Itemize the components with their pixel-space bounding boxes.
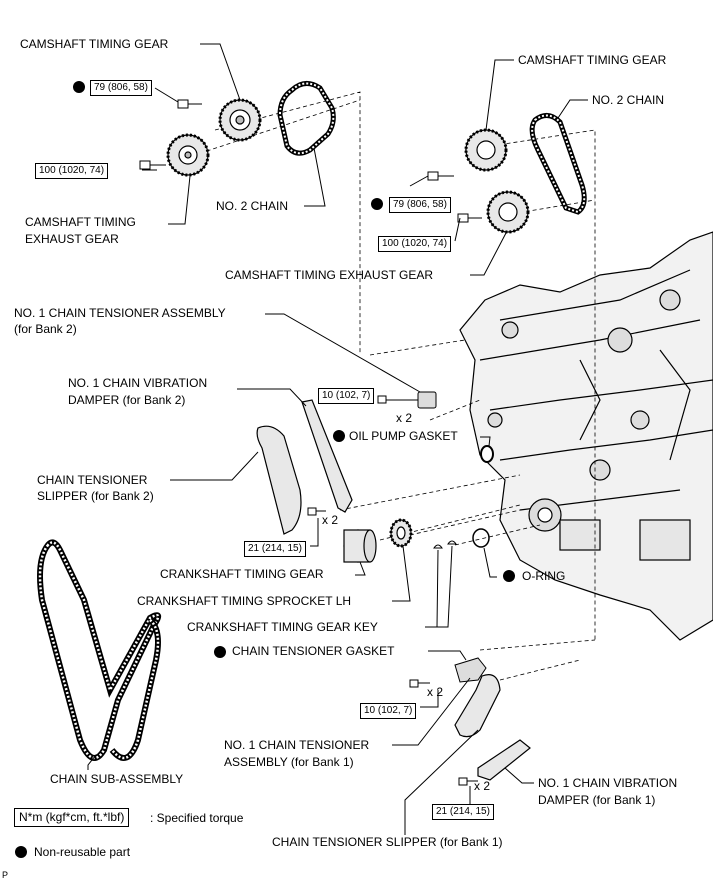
label-no2-chain-left: NO. 2 CHAIN [216,199,289,213]
slipper-bank2 [256,425,302,535]
label-cam-gear-left: CAMSHAFT TIMING GEAR [20,37,169,51]
label-o-ring: O-RING [522,569,566,583]
label-no2-chain-right: NO. 2 CHAIN [592,93,665,107]
torque-damper-bank1: 21 (214, 15) [432,804,494,820]
torque-exhaust-right-bolt: 100 (1020, 74) [378,236,452,252]
crankshaft-sprocket [389,518,413,548]
slipper-bank1 [454,674,501,738]
vibration-damper-bank2 [301,399,353,513]
label-tensioner-gasket: CHAIN TENSIONER GASKET [232,644,395,658]
cam-exhaust-gear-left [166,133,210,177]
label-slipper-bank1: CHAIN TENSIONER SLIPPER (for Bank 1) [272,835,503,849]
label-oil-pump-gasket: OIL PUMP GASKET [349,429,458,443]
label-tensioner-bank1-2: ASSEMBLY (for Bank 1) [224,755,354,769]
legend-torque-unit: N*m (kgf*cm, ft.*lbf) [14,808,130,827]
torque-exhaust-left-bolt: 100 (1020, 74) [35,163,109,179]
qty-tensioner-bank1: x 2 [427,685,444,699]
non-reusable-marker [503,570,515,582]
non-reusable-marker [371,198,383,210]
label-crank-sprocket: CRANKSHAFT TIMING SPROCKET LH [137,594,352,608]
label-tensioner-bank1-1: NO. 1 CHAIN TENSIONER [224,738,370,752]
label-cam-exhaust-right: CAMSHAFT TIMING EXHAUST GEAR [225,268,434,282]
vibration-damper-bank1 [477,739,531,781]
label-vib-damper-bank1-2: DAMPER (for Bank 1) [538,793,656,807]
tensioner-bank1 [409,657,487,688]
label-chain-sub-assembly: CHAIN SUB-ASSEMBLY [50,772,184,786]
engine-block [459,231,713,641]
torque-tensioner-bank1: 10 (102, 7) [360,703,417,719]
label-slipper-bank2-1: CHAIN TENSIONER [37,473,148,487]
non-reusable-marker [214,646,226,658]
legend-torque-text: : Specified torque [150,811,244,825]
o-ring [472,528,490,548]
corner-mark: P [2,870,9,880]
torque-damper-bank2: 21 (214, 15) [244,541,306,557]
no2-chain-left [277,81,336,156]
label-vib-damper-bank1-1: NO. 1 CHAIN VIBRATION [538,776,678,790]
chain-sub-assembly [37,539,162,761]
label-tensioner-bank2-1: NO. 1 CHAIN TENSIONER ASSEMBLY [14,306,226,320]
label-slipper-bank2-2: SLIPPER (for Bank 2) [37,489,154,503]
cam-exhaust-gear-right [486,190,530,234]
non-reusable-marker [73,81,85,93]
label-cam-exhaust-left-2: EXHAUST GEAR [25,232,119,246]
label-tensioner-bank2-2: (for Bank 2) [14,322,77,336]
label-crank-gear: CRANKSHAFT TIMING GEAR [160,567,324,581]
cam-gear-left [218,98,262,142]
torque-cam-left-bolt: 79 (806, 58) [90,80,152,96]
qty-damper-bank2: x 2 [322,513,339,527]
non-reusable-marker [333,430,345,442]
crankshaft-keys [433,540,457,549]
label-cam-gear-right: CAMSHAFT TIMING GEAR [518,53,667,67]
legend-non-reusable-text: Non-reusable part [34,845,131,859]
bolts-left [139,99,202,170]
label-crank-key: CRANKSHAFT TIMING GEAR KEY [187,620,378,634]
oil-pump-gasket [480,445,494,463]
tensioner-bank2 [377,391,437,409]
label-vib-damper-bank2-2: DAMPER (for Bank 2) [68,393,186,407]
torque-tensioner-bank2: 10 (102, 7) [318,388,375,404]
cam-gear-right [464,128,508,172]
qty-tensioner-bank2: x 2 [396,411,413,425]
crankshaft-gear [343,529,377,563]
leader-lines [87,43,588,835]
label-cam-exhaust-left-1: CAMSHAFT TIMING [25,215,136,229]
torque-cam-right-bolt: 79 (806, 58) [389,197,451,213]
legend-non-reusable-marker [15,846,27,858]
qty-damper-bank1: x 2 [474,779,491,793]
no2-chain-right [529,113,587,215]
label-vib-damper-bank2-1: NO. 1 CHAIN VIBRATION [68,376,208,390]
